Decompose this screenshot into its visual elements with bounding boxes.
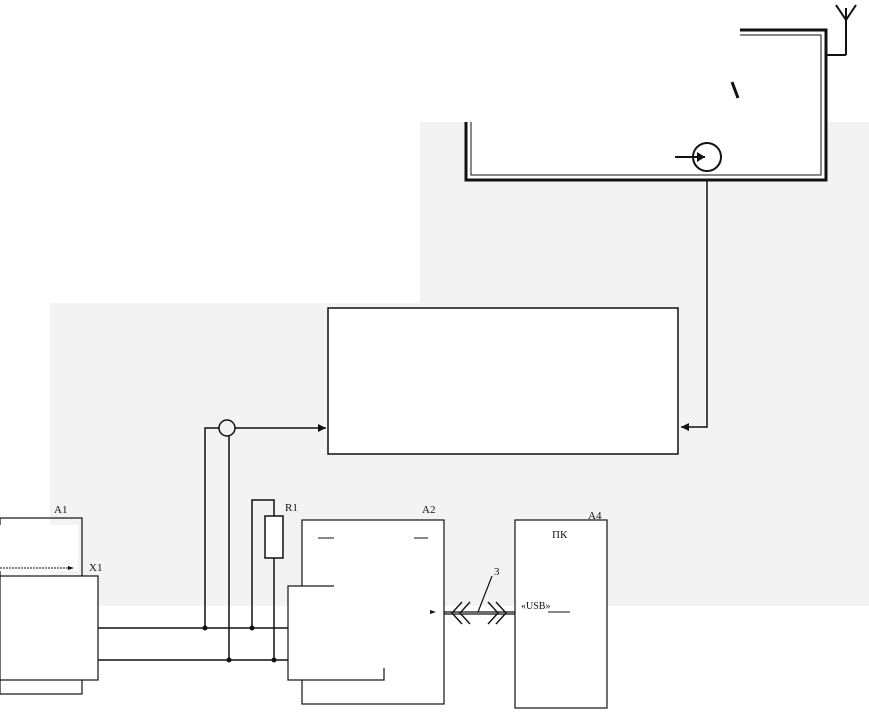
a4-pc-box <box>514 519 608 709</box>
label-cable-number: 3 <box>494 566 500 578</box>
junction-dot <box>202 625 208 631</box>
arrow-into-middle-box <box>681 423 689 431</box>
label-a4: A4 <box>588 510 602 522</box>
label-x1: X1 <box>89 562 102 574</box>
probe-loop-left <box>204 427 219 628</box>
resistor-r1-icon <box>251 499 284 660</box>
a2-mask <box>334 528 414 668</box>
antenna-icon <box>826 4 857 56</box>
mask-top-area <box>0 0 740 122</box>
top-box-mark <box>730 81 740 99</box>
label-pc: ПК <box>552 529 568 541</box>
a1-connector-arrow <box>68 566 74 570</box>
label-r1: R1 <box>285 502 298 514</box>
usb-cable-icon <box>444 575 516 625</box>
label-usb: «USB» <box>521 601 550 612</box>
x1-connector-box <box>0 575 99 681</box>
label-a1: A1 <box>54 504 67 516</box>
output-port-icon <box>675 142 722 172</box>
connection-line-top <box>681 180 708 428</box>
a2-usb-arrow <box>430 610 436 614</box>
label-a2: A2 <box>422 504 435 516</box>
middle-measurement-box <box>327 307 679 455</box>
a1-mask <box>0 525 78 571</box>
junction-dot <box>226 657 232 663</box>
